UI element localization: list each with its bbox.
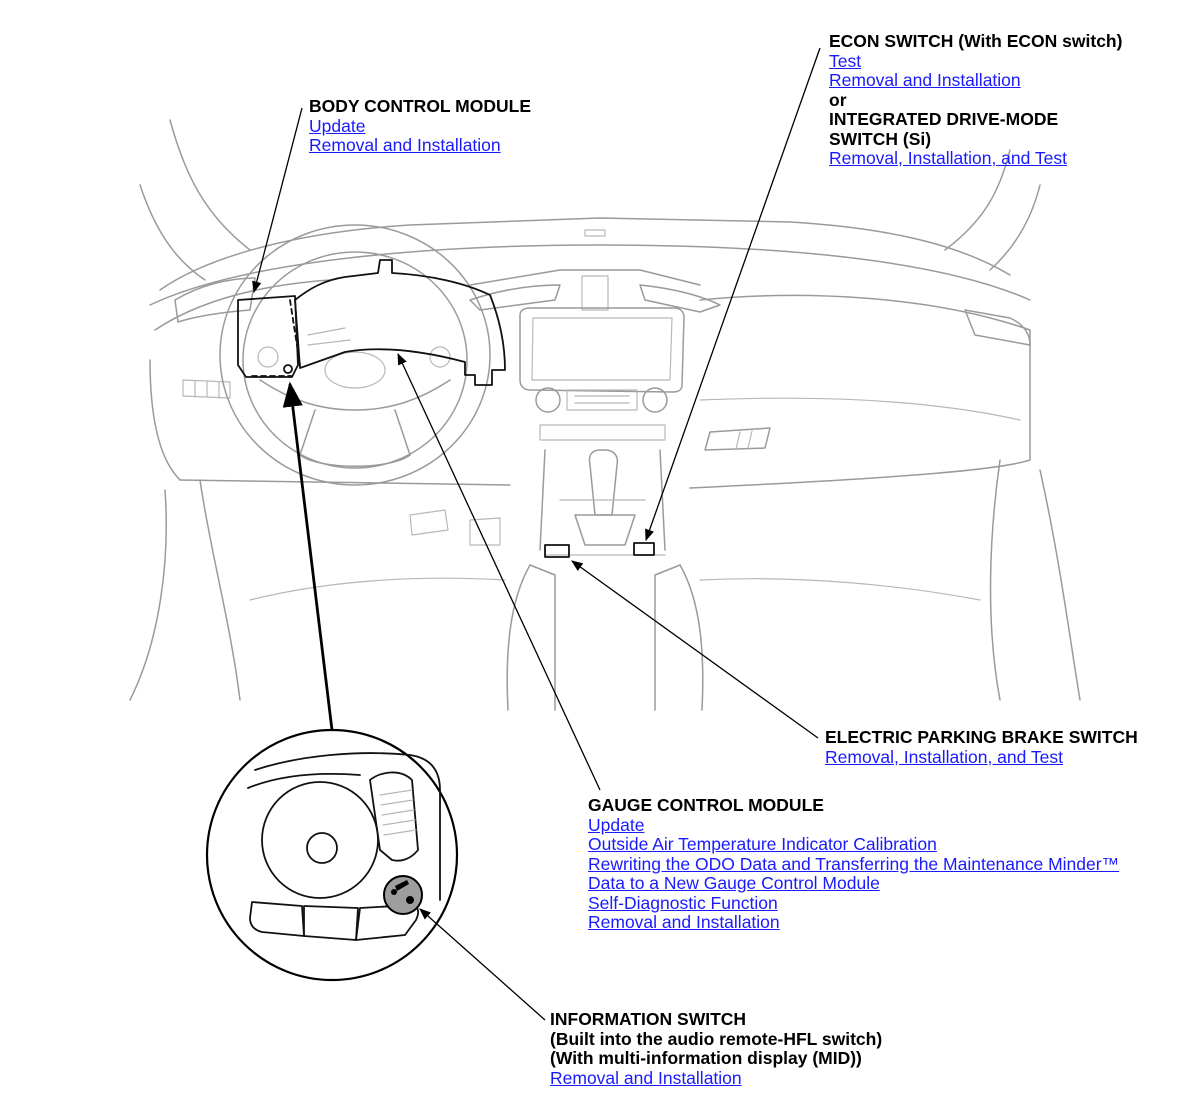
econ-switch-test-link[interactable]: Test: [829, 50, 862, 71]
econ-switch-callout: ECON SWITCH (With ECON switch) Test Remo…: [829, 31, 1123, 169]
information-switch-subheading-2: (With multi-information display (MID)): [550, 1048, 862, 1068]
center-vents: [469, 284, 721, 313]
a-pillar-right: [944, 149, 1041, 271]
econ-switch-rect: [633, 542, 655, 556]
gauge-control-module-update-link[interactable]: Update: [588, 814, 645, 835]
gauge-control-module-removal-link[interactable]: Removal and Installation: [588, 912, 780, 932]
rewriting-odo-data-link-line1[interactable]: Rewriting the ODO Data and Transferring …: [588, 853, 1120, 874]
electric-parking-brake-callout: ELECTRIC PARKING BRAKE SWITCH Removal, I…: [825, 727, 1138, 767]
self-diagnostic-function-link[interactable]: Self-Diagnostic Function: [588, 892, 778, 913]
electric-parking-brake-switch-rect: [544, 544, 570, 558]
dashboard-outline: [149, 217, 1031, 489]
econ-switch-or-label: or: [829, 89, 847, 110]
a-pillar-left: [139, 119, 251, 281]
body-control-module-heading: BODY CONTROL MODULE: [309, 96, 531, 116]
body-control-module-callout: BODY CONTROL MODULE Update Removal and I…: [309, 96, 531, 156]
drive-mode-switch-heading-line1: INTEGRATED DRIVE-MODE: [829, 109, 1059, 129]
center-stack: [519, 307, 685, 441]
gauge-control-module-outline: [294, 259, 506, 386]
drive-mode-switch-heading-line2: SWITCH (Si): [829, 128, 932, 149]
information-switch-heading: INFORMATION SWITCH: [550, 1009, 747, 1029]
steering-wheel: [219, 224, 491, 486]
econ-switch-removal-link[interactable]: Removal and Installation: [829, 70, 1021, 90]
gauge-control-module-heading: GAUGE CONTROL MODULE: [588, 795, 824, 815]
left-vent: [174, 277, 256, 399]
center-console: [506, 449, 704, 711]
rewriting-odo-data-link-line2[interactable]: Data to a New Gauge Control Module: [588, 873, 880, 893]
leader-lines: [252, 47, 821, 1021]
right-vent: [704, 309, 1031, 451]
information-switch-callout: INFORMATION SWITCH (Built into the audio…: [550, 1009, 883, 1088]
econ-switch-heading: ECON SWITCH (With ECON switch): [829, 31, 1123, 51]
body-control-module-removal-link[interactable]: Removal and Installation: [309, 135, 501, 155]
information-switch-subheading-1: (Built into the audio remote-HFL switch): [550, 1028, 883, 1049]
information-switch-removal-link[interactable]: Removal and Installation: [550, 1067, 742, 1088]
body-control-module-outline: [237, 295, 301, 378]
outside-air-temp-calibration-link[interactable]: Outside Air Temperature Indicator Calibr…: [588, 834, 937, 854]
drive-mode-switch-removal-test-link[interactable]: Removal, Installation, and Test: [829, 148, 1068, 168]
gauge-control-module-callout: GAUGE CONTROL MODULE Update Outside Air …: [588, 795, 1120, 933]
body-control-module-update-link[interactable]: Update: [309, 115, 366, 136]
info-switch-inset: [205, 728, 459, 982]
electric-parking-brake-removal-test-link[interactable]: Removal, Installation, and Test: [825, 746, 1064, 767]
pedals-and-floor: [129, 459, 1081, 701]
electric-parking-brake-heading: ELECTRIC PARKING BRAKE SWITCH: [825, 727, 1138, 747]
